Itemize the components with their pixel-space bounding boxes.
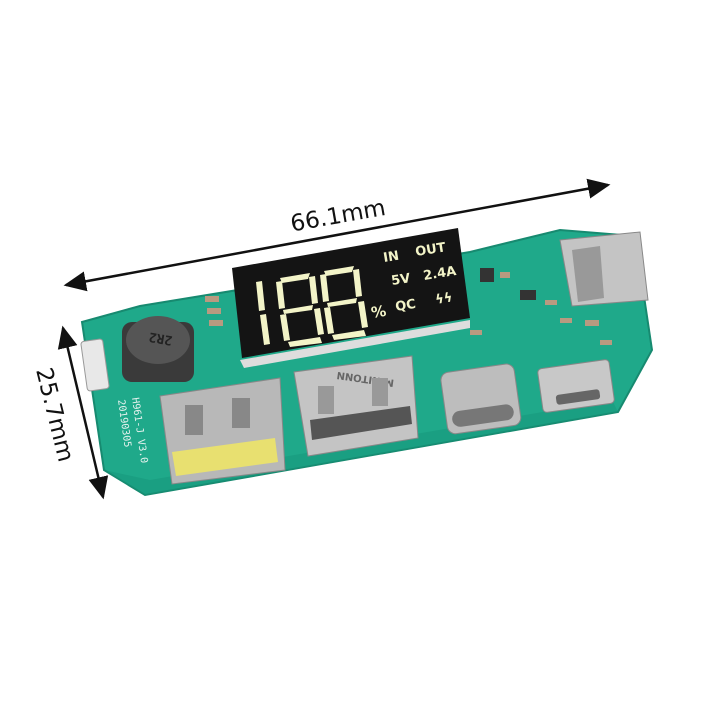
lcd-display: IN OUT 5V 2.4A % QC ϟϟ	[232, 228, 470, 368]
power-switch	[80, 338, 110, 392]
height-label: 25.7mm	[30, 365, 78, 464]
svg-text:OUT: OUT	[414, 240, 447, 260]
svg-text:QC: QC	[394, 297, 417, 315]
digit-segments	[256, 266, 368, 347]
svg-text:2R2: 2R2	[148, 329, 174, 348]
usb-a-port: MINITONN	[293, 355, 419, 457]
lightning-icon: ϟϟ	[434, 290, 453, 307]
width-dimension-line	[63, 178, 611, 292]
micro-usb-port	[537, 359, 615, 413]
svg-text:2.4A: 2.4A	[422, 264, 457, 284]
smd-components	[205, 268, 612, 345]
svg-text:IN: IN	[382, 249, 400, 266]
svg-text:5V: 5V	[390, 271, 411, 289]
inductor: 2R2	[122, 316, 194, 382]
usb-a-port-qc	[159, 377, 286, 485]
width-label: 66.1mm	[289, 195, 388, 237]
height-dimension-line	[57, 325, 109, 500]
usb-c-port	[440, 363, 522, 435]
usb-c-port-rear	[559, 231, 649, 307]
svg-text:%: %	[370, 302, 388, 322]
